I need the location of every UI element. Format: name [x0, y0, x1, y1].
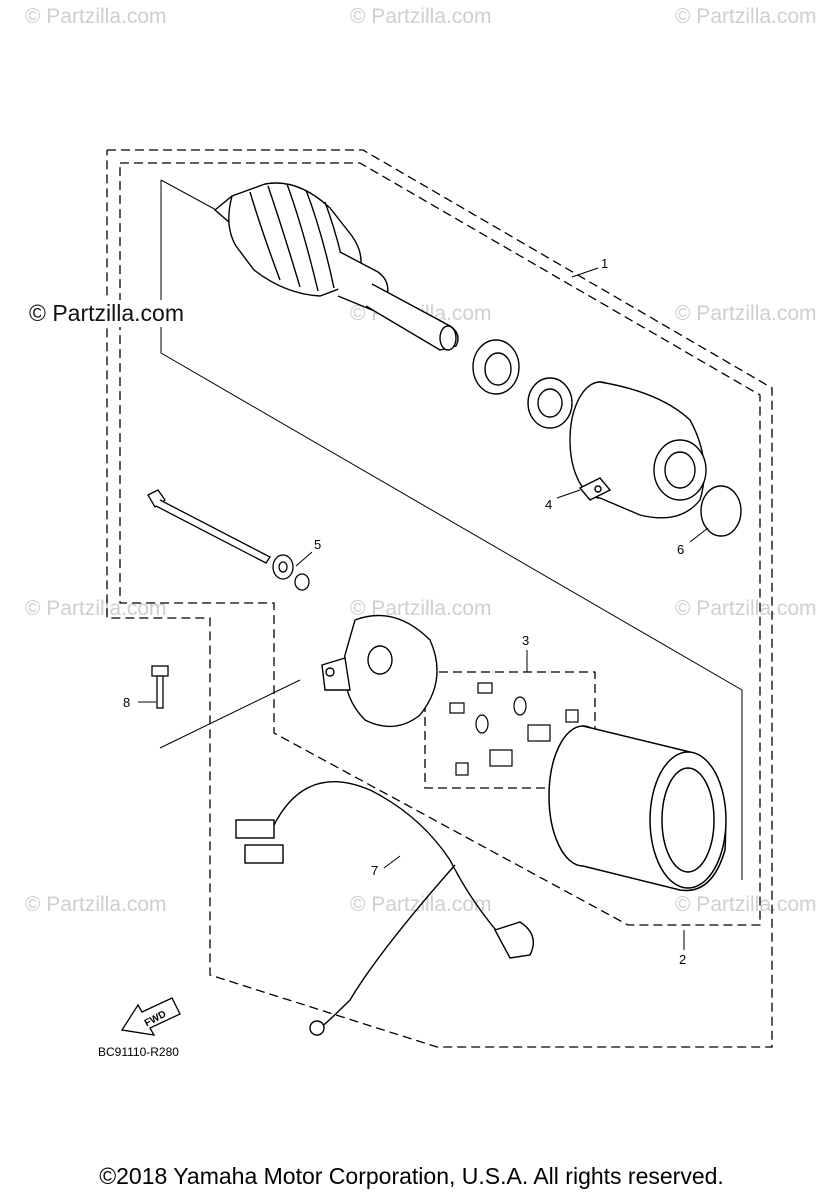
callout-7: 7 — [371, 863, 378, 878]
watermark: © Partzilla.com — [350, 597, 492, 620]
watermark: © Partzilla.com — [675, 302, 817, 325]
watermark: © Partzilla.com — [25, 5, 167, 28]
watermark: © Partzilla.com — [25, 597, 167, 620]
copyright-text: ©2018 Yamaha Motor Corporation, U.S.A. A… — [99, 1163, 724, 1189]
diagram-code: BC91110-R280 — [98, 1045, 179, 1059]
watermark: © Partzilla.com — [675, 893, 817, 916]
washer — [272, 554, 310, 591]
watermark: © Partzilla.com — [675, 5, 817, 28]
callout-5: 5 — [314, 537, 321, 552]
watermark: © Partzilla.com — [675, 597, 817, 620]
callout-2: 2 — [679, 952, 686, 967]
rear-cover — [321, 614, 438, 728]
callout-4: 4 — [545, 497, 552, 512]
bearing — [472, 339, 573, 429]
bolt — [147, 489, 271, 564]
watermark: © Partzilla.com — [25, 893, 167, 916]
small-bolt — [151, 665, 169, 709]
front-cover — [569, 381, 707, 519]
wire-harness — [235, 781, 534, 1036]
o-ring — [700, 485, 742, 537]
leader-lines — [138, 267, 709, 950]
assembly-outline — [106, 149, 773, 1048]
armature — [213, 182, 459, 351]
fwd-arrow: FWD — [120, 997, 181, 1036]
brush-kit — [449, 682, 579, 776]
callout-1: 1 — [601, 256, 608, 271]
yoke — [548, 725, 727, 892]
partzilla-watermark: © Partzilla.com — [27, 300, 186, 327]
callout-3: 3 — [522, 633, 529, 648]
callout-8: 8 — [123, 695, 130, 710]
watermark: © Partzilla.com — [350, 5, 492, 28]
callout-6: 6 — [677, 542, 684, 557]
